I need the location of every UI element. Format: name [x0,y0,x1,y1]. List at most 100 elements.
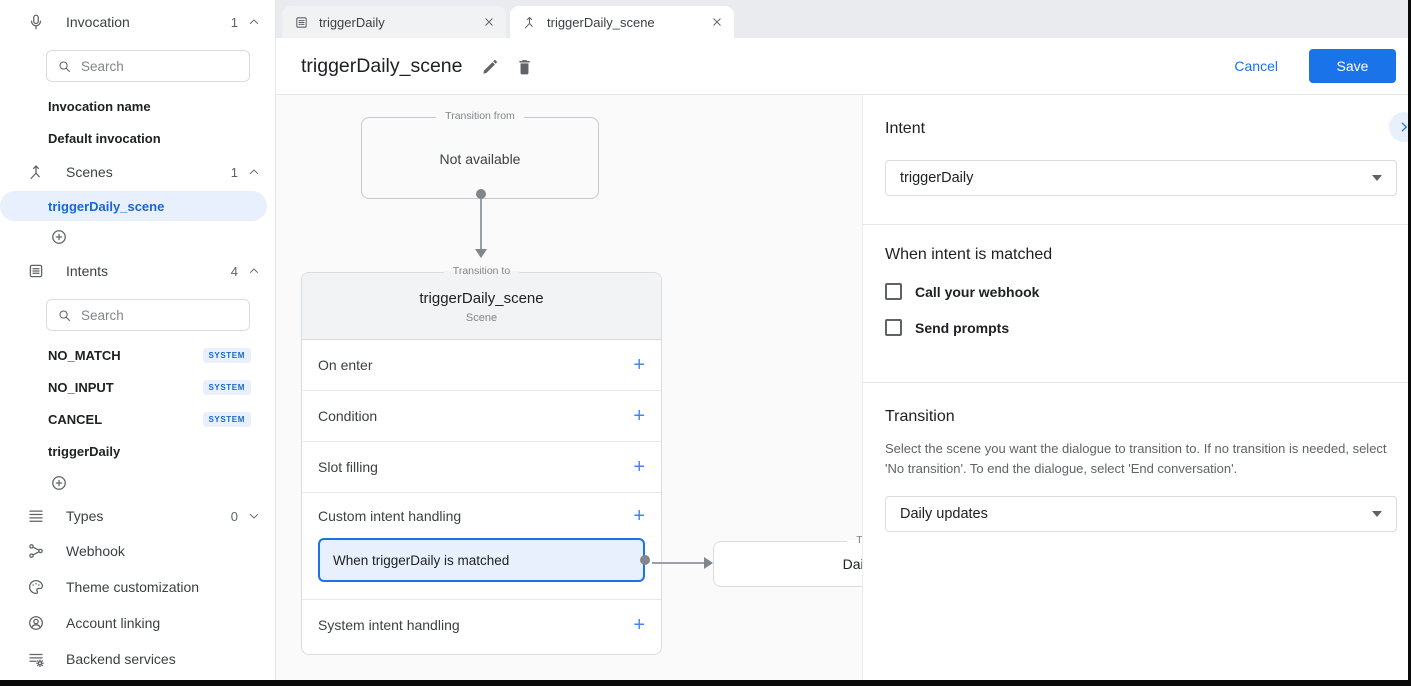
intents-search[interactable] [46,299,250,331]
intent-name: triggerDaily [48,443,121,459]
when-matched-section: When intent is matched Call your webhook… [863,225,1411,383]
sidebar-item-intent[interactable]: triggerDaily [0,435,275,467]
custom-intent-handling-header[interactable]: Custom intent handling + [302,493,661,538]
intents-icon [296,16,307,28]
search-icon [59,60,71,72]
chevron-right-icon [1401,122,1407,132]
page-header: triggerDaily_scene Cancel Save [276,38,1411,95]
intent-select-value: triggerDaily [900,170,974,186]
add-circle-icon [52,230,66,244]
transition-select[interactable]: Daily updates [885,496,1397,533]
send-prompts-checkbox[interactable] [885,319,902,336]
transition-from-box: Transition from Not available [361,110,599,199]
transition-from-legend: Transition from [436,110,524,122]
edit-button[interactable] [477,52,505,80]
sidebar-item-invocation-name[interactable]: Invocation name [48,98,151,114]
sidebar-section-types[interactable]: Types 0 [0,499,275,533]
scene-row-slot-filling[interactable]: Slot filling + [302,442,661,493]
window-right-edge [1408,0,1411,686]
scene-node-card: Transition to triggerDaily_scene Scene O… [301,265,662,655]
sidebar-item-intent[interactable]: NO_INPUT SYSTEM [0,371,275,403]
pencil-icon [483,59,497,74]
chevron-up-icon[interactable] [247,264,261,278]
scene-icon [524,16,533,28]
tab-label: triggerDaily_scene [547,14,655,30]
scene-row-on-enter[interactable]: On enter + [302,340,661,391]
add-intent-button[interactable] [0,467,275,499]
nav-label: Account linking [66,615,161,631]
checkbox-label: Send prompts [915,319,1010,336]
invocation-search-input[interactable] [81,58,241,74]
checkbox-label: Call your webhook [915,283,1040,300]
sidebar-section-invocation[interactable]: Invocation 1 [0,5,275,39]
close-icon[interactable] [482,15,496,29]
tab-triggerdaily-scene[interactable]: triggerDaily_scene [510,6,734,38]
scene-diagram-canvas: Transition from Not available Transition… [276,95,862,680]
call-webhook-option[interactable]: Call your webhook [885,283,1396,300]
sidebar-item-default-invocation[interactable]: Default invocation [48,130,161,146]
call-webhook-checkbox[interactable] [885,283,902,300]
add-slot-filling-button[interactable]: + [633,456,645,478]
add-system-intent-button[interactable]: + [633,614,645,636]
system-badge: SYSTEM [202,379,251,395]
sidebar-item-theme-customization[interactable]: Theme customization [0,569,275,605]
section-label: Scenes [66,164,113,180]
sidebar-item-webhook[interactable]: Webhook [0,533,275,569]
transition-heading: Transition [885,408,955,425]
sidebar-item-backend-services[interactable]: Backend services [0,641,275,677]
intent-select[interactable]: triggerDaily [885,160,1397,196]
section-label: Types [66,508,104,524]
add-custom-intent-button[interactable]: + [633,504,645,527]
sidebar-item-triggerdaily-scene[interactable]: triggerDaily_scene [0,191,267,221]
sidebar-section-scenes[interactable]: Scenes 1 [0,155,275,189]
intent-section: Intent triggerDaily [863,95,1411,225]
editor-content: Transition from Not available Transition… [276,95,1411,680]
tab-strip: triggerDaily triggerDaily_scene [276,0,1411,38]
chevron-down-icon[interactable] [247,509,261,523]
scene-node-header[interactable]: triggerDaily_scene Scene [302,273,661,340]
section-count: 0 [230,508,238,524]
connector-line-down [480,199,482,250]
section-count: 4 [230,263,238,279]
send-prompts-option[interactable]: Send prompts [885,319,1396,336]
window-bottom-edge [0,680,1411,686]
chevron-up-icon[interactable] [247,165,261,179]
chevron-up-icon[interactable] [247,15,261,29]
tab-triggerdaily[interactable]: triggerDaily [282,6,506,38]
system-badge: SYSTEM [202,347,251,363]
caret-down-icon [1372,511,1382,518]
intents-search-input[interactable] [81,307,241,323]
sidebar-section-intents[interactable]: Intents 4 [0,254,275,288]
connector-dot [476,189,486,199]
collapse-panel-button[interactable] [1389,112,1411,142]
intent-name: CANCEL [48,411,103,427]
palette-icon [28,579,44,595]
caret-down-icon [1372,175,1382,181]
add-condition-button[interactable]: + [633,405,645,427]
scene-row-condition[interactable]: Condition + [302,391,661,442]
delete-button[interactable] [511,52,539,80]
sidebar-item-intent[interactable]: NO_MATCH SYSTEM [0,339,275,371]
backend-services-icon [29,653,44,668]
scene-row-custom-intent-handling: Custom intent handling + When triggerDai… [302,493,661,600]
sidebar-item-account-linking[interactable]: Account linking [0,605,275,641]
add-scene-button[interactable] [0,221,275,253]
close-icon[interactable] [710,15,724,29]
transition-target-text: Daily updates [842,556,862,572]
save-button[interactable]: Save [1309,49,1396,83]
scene-row-system-intent-handling[interactable]: System intent handling + [302,600,661,650]
transition-section: Transition Select the scene you want the… [863,383,1411,533]
intent-handler-item-selected[interactable]: When triggerDaily is matched [318,538,650,582]
transition-to-legend: Transition to [847,534,862,546]
add-on-enter-button[interactable]: + [633,354,645,376]
cancel-button[interactable]: Cancel [1234,58,1278,74]
transition-select-value: Daily updates [900,506,988,523]
nav-label: Theme customization [66,579,200,595]
when-matched-heading: When intent is matched [885,246,1053,263]
add-circle-icon [52,476,66,490]
sidebar-item-intent[interactable]: CANCEL SYSTEM [0,403,275,435]
transition-target-node[interactable]: Transition to Daily updates [713,534,862,587]
sidebar: Invocation 1 Invocation name Default inv… [0,0,276,680]
connector-dot [640,555,650,565]
invocation-search[interactable] [46,50,250,82]
